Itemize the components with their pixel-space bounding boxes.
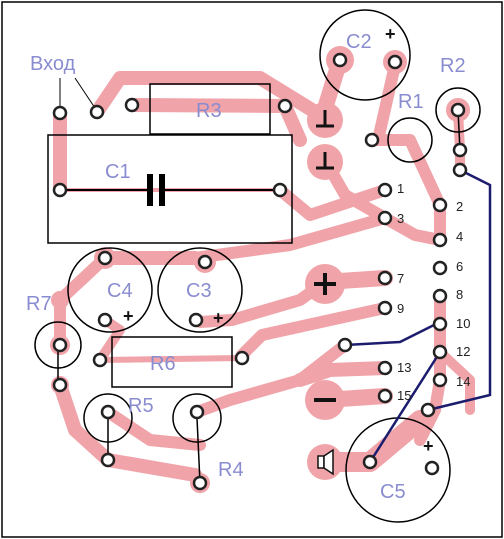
c2-label: C2: [346, 31, 372, 53]
r4-label: R4: [218, 459, 244, 481]
pin-label-3: 3: [397, 211, 404, 226]
pin-label-4: 4: [456, 229, 463, 244]
pin-label-15: 15: [397, 388, 411, 403]
pad: [124, 97, 140, 113]
pad: [387, 54, 403, 70]
pad: [377, 270, 393, 286]
pads: [52, 52, 468, 491]
c3-body: [157, 247, 243, 333]
pin-label-14: 14: [456, 374, 470, 389]
pad: [332, 52, 348, 68]
r3-label: R3: [196, 100, 222, 122]
pad: [377, 360, 393, 376]
pad: [197, 254, 213, 270]
c5-label: C5: [380, 481, 406, 503]
jumper-wires: [344, 168, 492, 463]
pad: [377, 182, 393, 198]
pin-label-7: 7: [397, 271, 404, 286]
pad: [337, 337, 353, 353]
pad: [272, 182, 288, 198]
pad: [234, 350, 250, 366]
pad: [450, 102, 466, 118]
pad: [89, 104, 105, 120]
pad: [100, 404, 116, 420]
pad: [192, 475, 208, 491]
pin-label-13: 13: [397, 360, 411, 375]
pad: [189, 404, 205, 420]
pad: [377, 300, 393, 316]
r4-body: [172, 393, 222, 443]
pad: [377, 388, 393, 404]
pad: [52, 377, 68, 393]
pin-label-10: 10: [456, 316, 470, 331]
r7-label: R7: [26, 293, 52, 315]
pin-label-6: 6: [456, 259, 463, 274]
speaker-symbol: [317, 448, 334, 476]
pad: [97, 312, 113, 328]
r2-label: R2: [440, 55, 466, 77]
c1-symbol: [60, 174, 280, 206]
pad: [432, 260, 448, 276]
pad: [432, 232, 448, 248]
pad: [364, 132, 380, 148]
pad: [424, 460, 440, 476]
c4-plus-mark: +: [123, 306, 134, 326]
pin-label-12: 12: [456, 344, 470, 359]
pad: [452, 162, 468, 178]
pad: [52, 105, 68, 121]
r6-body: [111, 336, 233, 388]
r1-body: [387, 117, 433, 163]
pad: [277, 98, 293, 114]
c2-plus-mark: +: [385, 24, 396, 44]
pin-label-9: 9: [397, 301, 404, 316]
ground-symbol: [316, 110, 334, 128]
input-arrows: [59, 77, 96, 109]
pad: [432, 344, 448, 360]
c3-label: C3: [186, 280, 212, 302]
pad: [97, 250, 113, 266]
c1-label: C1: [105, 161, 131, 183]
pad: [52, 337, 68, 353]
r5-label: R5: [128, 395, 154, 417]
pad: [377, 210, 393, 226]
r2-body: [435, 87, 481, 133]
pad: [432, 316, 448, 332]
pad: [100, 452, 116, 468]
r1-label: R1: [398, 91, 424, 113]
pad: [188, 312, 204, 328]
pad: [432, 288, 448, 304]
c1-body: [47, 134, 293, 244]
input-label: Вход: [30, 53, 76, 75]
pad: [52, 182, 68, 198]
pad: [362, 454, 378, 470]
pin-label-8: 8: [456, 287, 463, 302]
pin-label-1: 1: [397, 181, 404, 196]
pad: [92, 352, 108, 368]
r3-body: [149, 83, 271, 135]
pad: [452, 142, 468, 158]
c3-plus-mark: +: [213, 308, 224, 328]
r6-label: R6: [150, 353, 176, 375]
pin-label-2: 2: [456, 199, 463, 214]
c4-body: [67, 247, 153, 333]
pad: [432, 372, 448, 388]
pad: [420, 402, 436, 418]
c4-label: C4: [107, 280, 133, 302]
ground-symbol: [316, 152, 334, 170]
pad: [432, 197, 448, 213]
plus-supply-symbol: [314, 273, 336, 295]
c2-body: [319, 9, 411, 101]
c5-plus-mark: +: [423, 436, 434, 456]
